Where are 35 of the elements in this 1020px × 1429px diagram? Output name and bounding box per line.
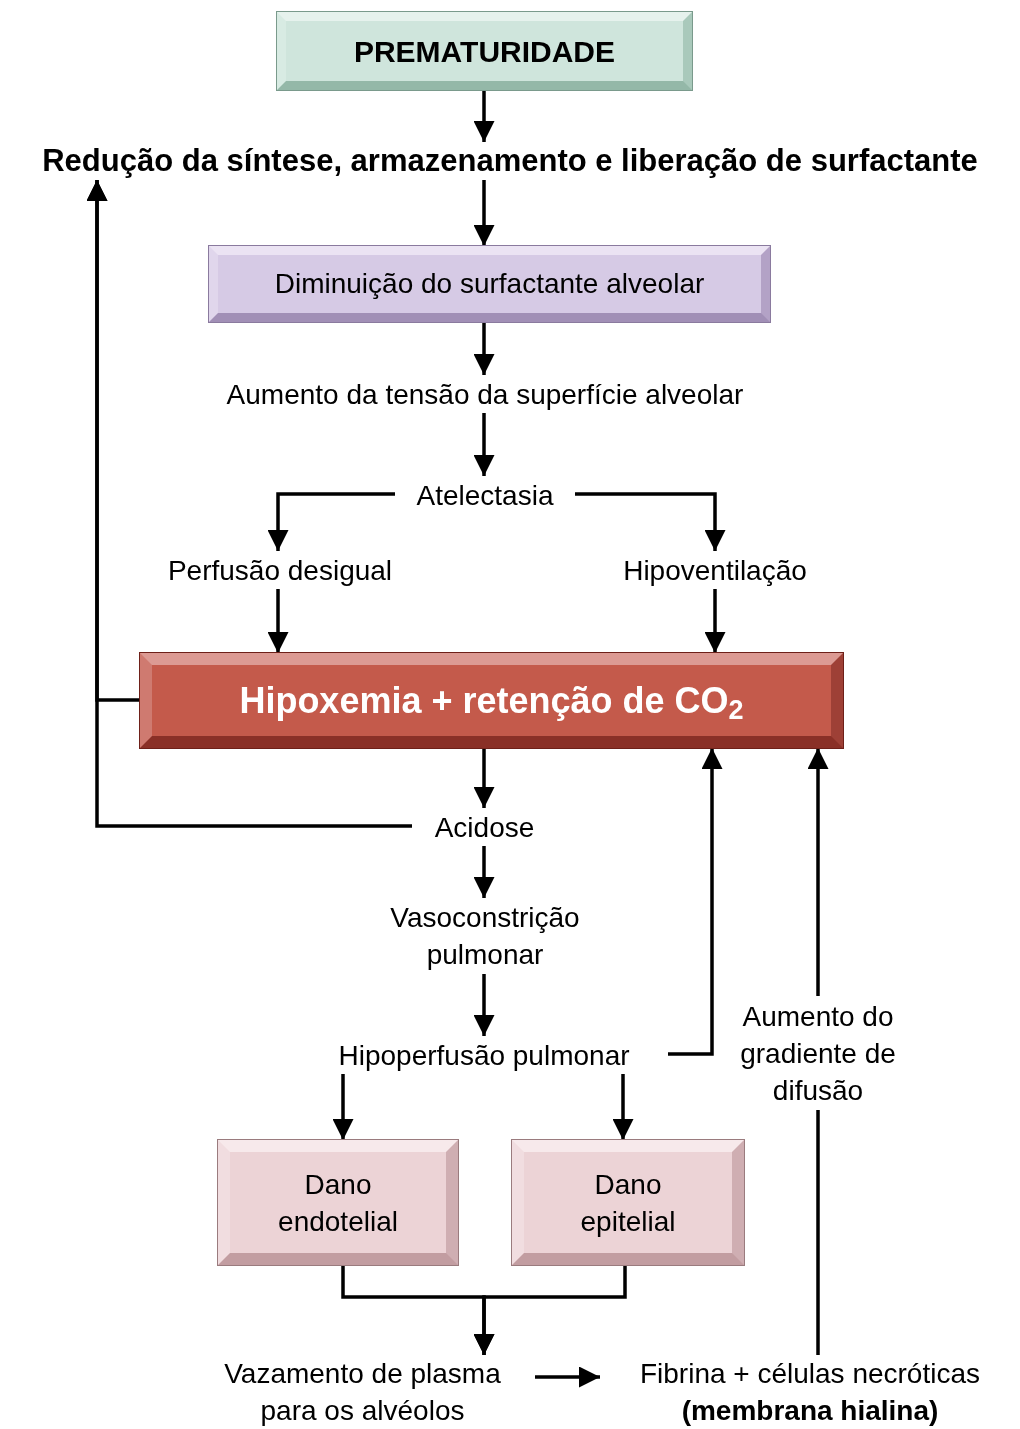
arrow <box>473 180 495 246</box>
arrow <box>267 589 289 653</box>
arrow <box>473 1265 627 1355</box>
node-text: Redução da síntese, armazenamento e liberação de surfactante <box>42 141 978 180</box>
node-text: Vazamento de plasma para os alvéolos <box>223 1357 502 1428</box>
arrow <box>807 748 829 996</box>
arrow <box>473 413 495 476</box>
node-text: Hipoperfusão pulmonar <box>338 1038 630 1073</box>
arrow <box>612 1074 634 1140</box>
arrow <box>473 90 495 142</box>
arrow <box>473 846 495 898</box>
arrow <box>535 1366 600 1388</box>
process-box: Dano endotelial <box>218 1140 458 1265</box>
process-box: Diminuição do surfactante alveolar <box>209 246 770 322</box>
node-text: Aumento da tensão da superfície alveolar <box>226 377 744 412</box>
arrow <box>473 974 495 1036</box>
node-text: Acidose <box>434 810 535 845</box>
node-text: Atelectasia <box>416 478 554 513</box>
node-text: (membrana hialina) <box>681 1394 939 1428</box>
arrow <box>473 748 495 808</box>
arrow <box>86 180 412 828</box>
arrow <box>332 1074 354 1140</box>
arrow <box>668 748 723 1056</box>
node-text: Hipoventilação <box>623 553 807 588</box>
arrow <box>575 492 726 551</box>
node-text: Perfusão desigual <box>167 553 393 588</box>
node-text: Vasoconstrição pulmonar <box>389 901 581 972</box>
process-box: Dano epitelial <box>512 1140 744 1265</box>
arrow <box>267 492 395 551</box>
arrow <box>704 589 726 653</box>
node-text: Fibrina + células necróticas <box>639 1357 980 1391</box>
node-text: Aumento do gradiente de difusão <box>739 999 897 1108</box>
process-box: PREMATURIDADE <box>277 12 692 90</box>
highlight-box: Hipoxemia + retenção de CO$_{2}$ <box>140 653 843 748</box>
arrow <box>473 322 495 375</box>
